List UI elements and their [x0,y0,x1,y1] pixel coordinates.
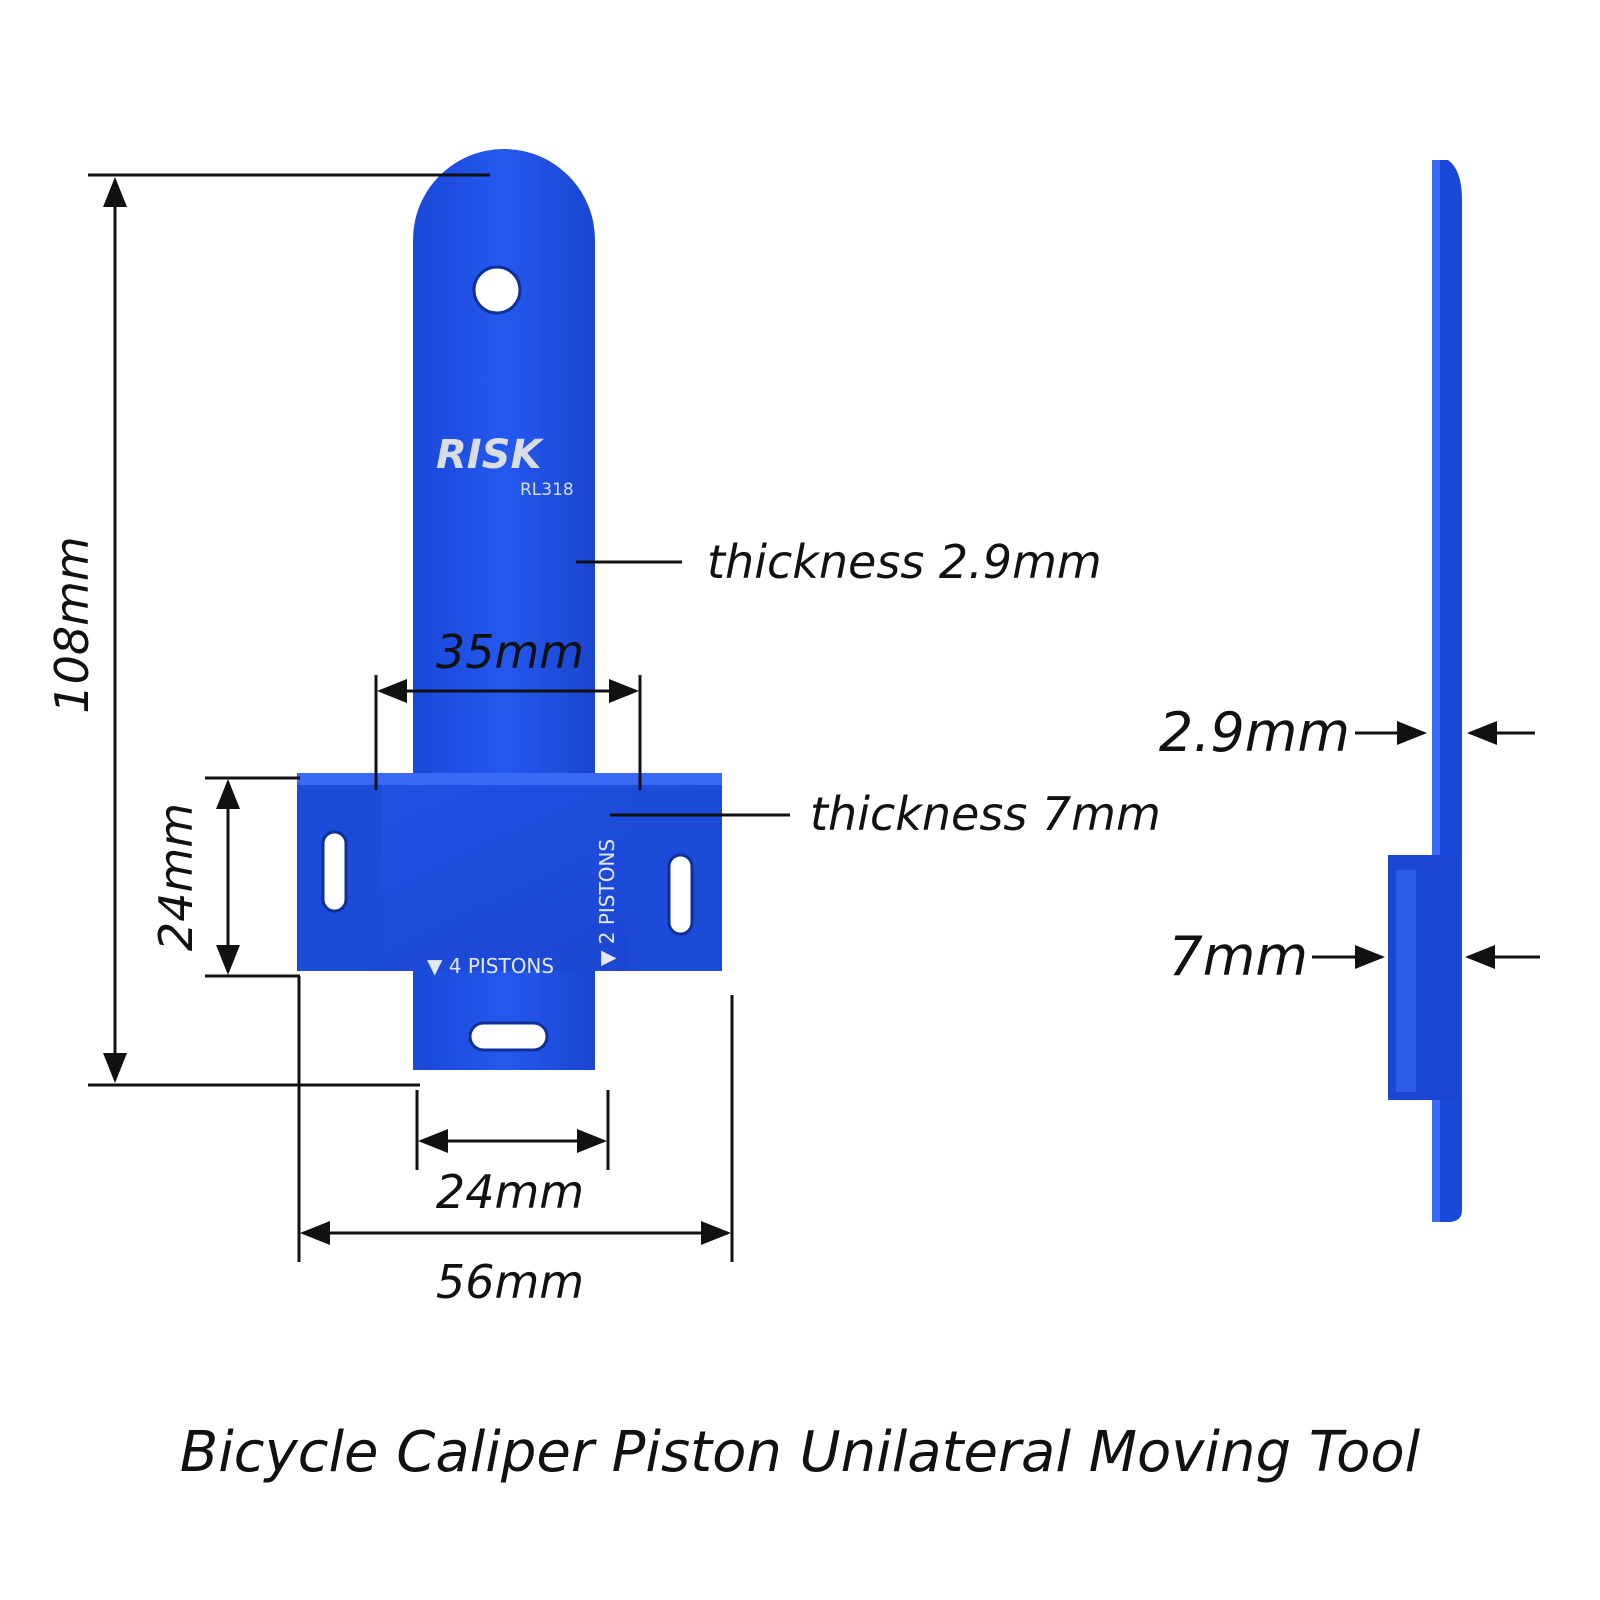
side-block-face [1396,870,1416,1092]
engraving-2-pistons: ▼ 2 PISTONS [595,839,619,966]
caption-title: Bicycle Caliper Piston Unilateral Moving… [179,1420,1421,1485]
block-top-bevel [297,773,722,785]
side-arrows [1312,721,1540,969]
model-number: RL318 [520,480,574,500]
bottom-slot [468,1021,549,1052]
tool-front-view: RISK RL318 ▼ 4 PISTONS ▼ 2 PISTONS [297,149,722,1070]
tool-side-view [1388,160,1462,1222]
dim-width-slot: 35mm [436,625,584,679]
dim-height-block: 24mm [149,803,203,951]
dim-width-bottom-tab: 24mm [436,1165,584,1219]
note-plate-thickness: thickness 2.9mm [707,535,1102,589]
side-label-block: 7mm [1168,925,1308,988]
dim-width-total: 56mm [436,1255,584,1309]
left-slot [321,830,348,913]
dimension-lines [88,173,790,1262]
hang-hole [472,265,522,315]
side-label-plate: 2.9mm [1159,701,1350,764]
brand-logo: RISK [436,432,544,478]
right-slot [667,853,694,936]
dim-height-total: 108mm [45,536,99,713]
engraving-4-pistons: ▼ 4 PISTONS [427,954,554,978]
note-block-thickness: thickness 7mm [810,787,1161,841]
side-plate-highlight [1432,160,1440,1222]
